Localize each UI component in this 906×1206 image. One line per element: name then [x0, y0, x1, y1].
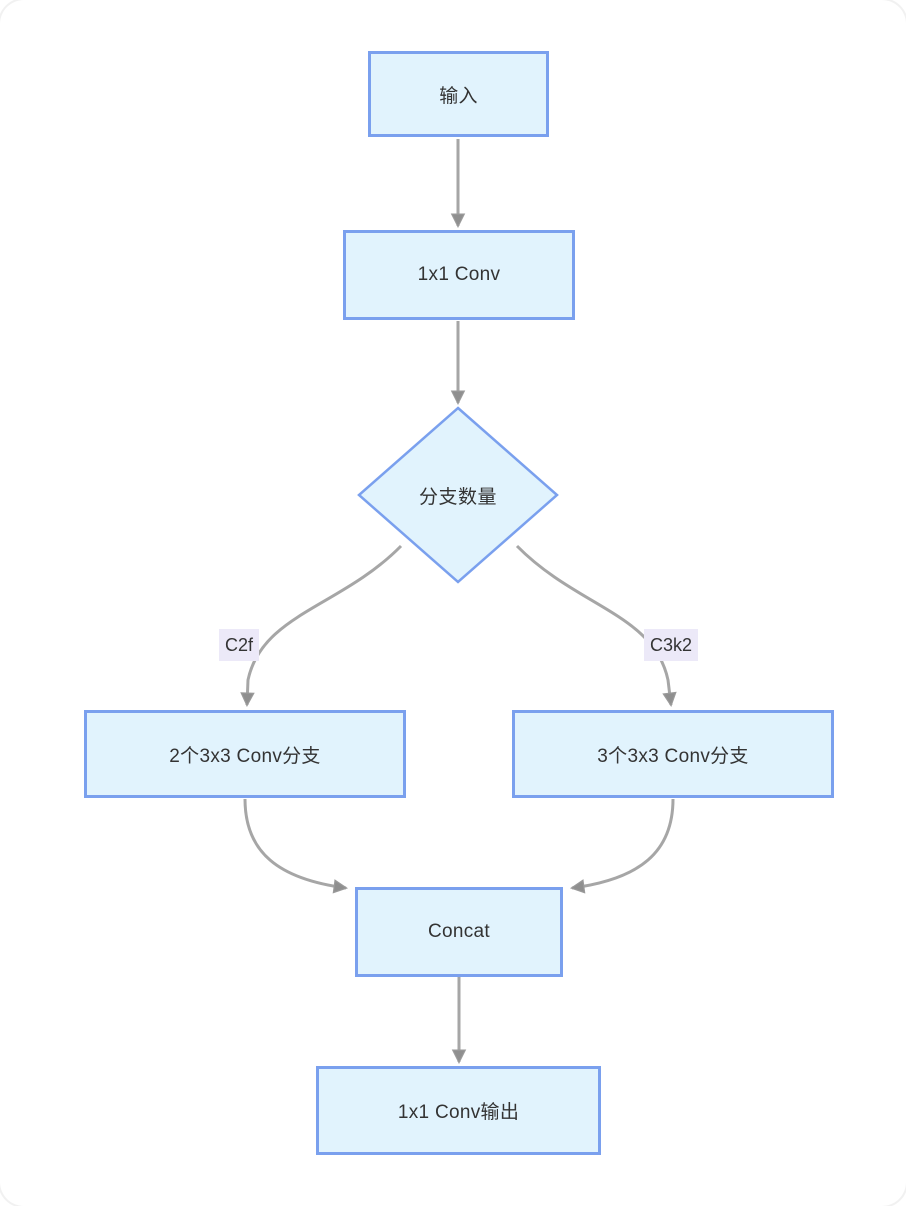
edge-c3k2-to-concat: [569, 798, 675, 894]
edge-decision-to-c2f: [240, 544, 403, 708]
node-c2f-branch: 2个3x3 Conv分支: [84, 710, 406, 798]
node-branch-count: 分支数量: [358, 407, 558, 583]
node-branch-count-label: 分支数量: [418, 486, 497, 508]
node-output: 1x1 Conv输出: [316, 1066, 601, 1155]
edge-decision-to-c3k2: [515, 544, 677, 708]
edge-label-c2f: C2f: [219, 629, 260, 661]
edge-label-c3k2: C3k2: [644, 629, 699, 661]
node-c3k2-branch-label: 3个3x3 Conv分支: [597, 745, 749, 767]
node-conv-1x1-label: 1x1 Conv: [417, 264, 501, 285]
node-concat-label: Concat: [427, 921, 490, 942]
node-output-label: 1x1 Conv输出: [397, 1102, 520, 1123]
edge-c2f-to-concat: [243, 798, 349, 894]
node-c3k2-branch: 3个3x3 Conv分支: [512, 710, 834, 798]
node-input-label: 输入: [439, 85, 478, 107]
node-conv-1x1: 1x1 Conv: [343, 230, 575, 320]
node-c2f-branch-label: 2个3x3 Conv分支: [169, 745, 321, 767]
node-concat: Concat: [355, 887, 563, 977]
decision-diamond-shape: [357, 406, 559, 584]
node-input: 输入: [368, 51, 549, 137]
